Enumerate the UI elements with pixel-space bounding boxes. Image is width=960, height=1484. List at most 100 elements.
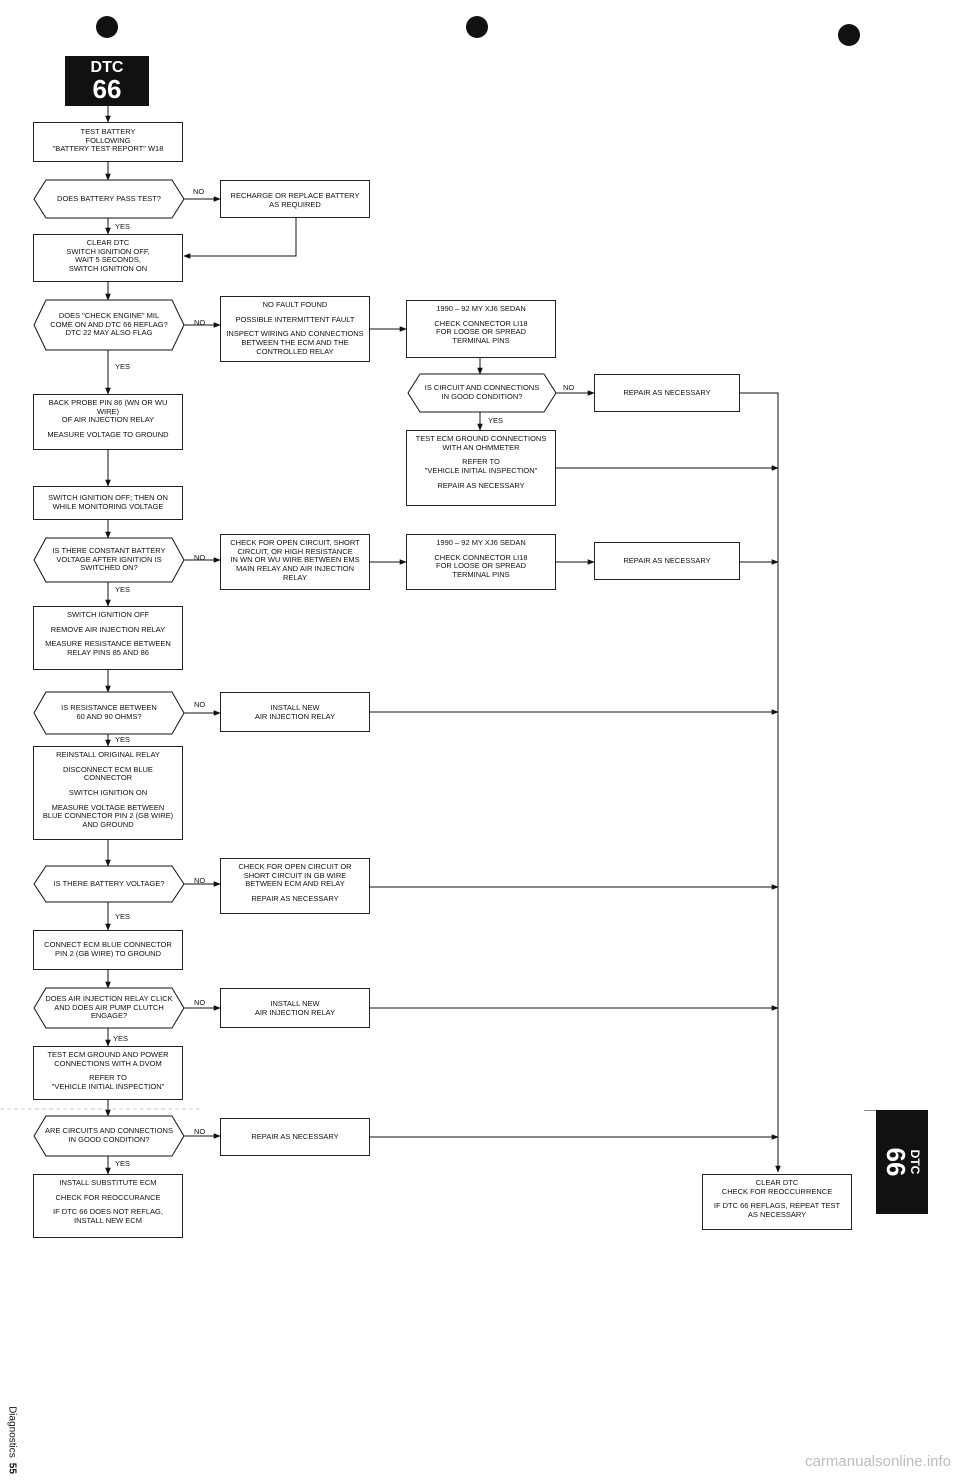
text-line: CHECK FOR REOCCURRENCE [721,1186,833,1196]
text-line: 60 AND 90 OHMS? [76,712,142,721]
text-line: SWITCH IGNITION OFF [66,610,150,619]
text-line: IF DTC 66 REFLAGS, REPEAT TEST [713,1201,841,1211]
text-line: 1990 – 92 MY XJ6 SEDAN [436,304,526,313]
watermark: carmanualsonline.info [805,1453,951,1470]
text-line: CHECK CONNECTOR LI18 [434,552,528,562]
binder-hole-center [466,16,488,38]
action-install-new-relay-2: INSTALL NEW AIR INJECTION RELAY [220,988,370,1028]
text-line: WITH AN OHMMETER [442,442,520,452]
no-label: NO [563,383,575,392]
text-line: TEST BATTERY [80,127,136,136]
text-line: IS RESISTANCE BETWEEN [61,703,157,713]
text-line: INSTALL NEW [270,999,320,1008]
decision-circuit-connections-good: IS CIRCUIT AND CONNECTIONS IN GOOD CONDI… [414,374,550,412]
yes-label: YES [115,1159,131,1168]
yes-label: YES [115,222,131,231]
section-tab-text: DTC 66 [881,1110,922,1214]
text-line: RECHARGE OR REPLACE BATTERY [230,191,360,200]
text-line: DISCONNECT ECM BLUE CONNECTOR [63,764,153,783]
yes-label: YES [113,1034,129,1043]
text-line: SWITCH IGNITION ON [68,263,148,273]
text-line: AND DOES AIR PUMP CLUTCH [54,1002,164,1012]
action-repair-as-necessary-ecm: REPAIR AS NECESSARY [220,1118,370,1156]
text-line: REPAIR AS NECESSARY [437,480,525,490]
text-line: TERMINAL PINS [452,569,510,579]
text-line: 1990 – 92 MY XJ6 SEDAN [436,538,526,547]
decision-constant-battery-voltage: IS THERE CONSTANT BATTERY VOLTAGE AFTER … [40,538,178,582]
text-line: AND GROUND [82,819,134,829]
action-check-connector-li18-1: 1990 – 92 MY XJ6 SEDAN CHECK CONNECTOR L… [406,300,556,358]
text-line: REFER TO [89,1073,127,1083]
text-line: SWITCH IGNITION OFF; THEN ON [48,493,168,502]
text-line: SWITCH IGNITION OFF, [66,246,150,256]
text-line: IF DTC 66 DOES NOT REFLAG, [53,1207,163,1217]
text-line: AS REQUIRED [269,199,321,209]
step-clear-dtc: CLEAR DTC SWITCH IGNITION OFF, WAIT 5 SE… [33,234,183,282]
text-line: TERMINAL PINS [452,335,510,345]
text-line: "BATTERY TEST REPORT" W18 [52,144,164,154]
footer-text: Diagnostics55 [7,1406,18,1474]
text-line: DOES AIR INJECTION RELAY CLICK [45,994,173,1004]
text-line: "VEHICLE INITIAL INSPECTION" [424,465,538,475]
text-line: NO FAULT FOUND [262,300,328,309]
decision-shape-7 [33,1115,185,1157]
action-check-connector-li18-2: 1990 – 92 MY XJ6 SEDAN CHECK CONNECTOR L… [406,534,556,590]
text-line: IS THERE CONSTANT BATTERY [52,546,166,556]
text-line: DOES "CHECK ENGINE" MIL [58,311,160,321]
text-line: CLEAR DTC [755,1178,799,1187]
text-line: CLEAR DTC [86,238,130,247]
action-test-ecm-ground-ohmmeter: TEST ECM GROUND CONNECTIONS WITH AN OHMM… [406,430,556,506]
step-switch-ignition-off-on: SWITCH IGNITION OFF; THEN ON WHILE MONIT… [33,486,183,520]
text-line: INSTALL NEW ECM [74,1215,142,1225]
text-line: BLUE CONNECTOR PIN 2 (GB WIRE) [42,811,174,821]
text-line: REPAIR AS NECESSARY [251,1132,339,1141]
text-line: REPAIR AS NECESSARY [623,388,711,397]
text-line: FOLLOWING [85,135,131,145]
no-label: NO [194,1127,206,1136]
text-line: BETWEEN ECM AND RELAY [245,879,345,889]
yes-label: YES [115,735,131,744]
no-label: NO [194,700,206,709]
text-line: WAIT 5 SECONDS, [75,255,141,265]
text-line: POSSIBLE INTERMITTENT FAULT [235,314,355,324]
no-label: NO [193,187,205,196]
text-line: MEASURE RESISTANCE BETWEEN [45,639,171,649]
text-line: MEASURE VOLTAGE BETWEEN [51,802,165,812]
text-line: BACK PROBE PIN 86 (WN OR WU WIRE) [48,398,168,416]
step-test-ecm-ground-power: TEST ECM GROUND AND POWER CONNECTIONS WI… [33,1046,183,1100]
action-check-gb-wire: CHECK FOR OPEN CIRCUIT OR SHORT CIRCUIT … [220,858,370,914]
action-repair-as-necessary-1: REPAIR AS NECESSARY [594,374,740,412]
footer-section: Diagnostics [6,1406,18,1458]
text-line: INSTALL NEW [270,703,320,712]
action-install-new-relay-1: INSTALL NEW AIR INJECTION RELAY [220,692,370,732]
yes-label: YES [115,912,131,921]
text-line: VOLTAGE AFTER IGNITION IS [56,554,162,564]
decision-shape-4 [33,691,185,735]
yes-label: YES [115,362,131,371]
decision-battery-voltage: IS THERE BATTERY VOLTAGE? [40,866,178,902]
decision-relay-click-pump-engage: DOES AIR INJECTION RELAY CLICK AND DOES … [40,988,178,1028]
decision-shape-6 [33,987,185,1029]
action-recharge-replace-battery: RECHARGE OR REPLACE BATTERY AS REQUIRED [220,180,370,218]
step-install-substitute-ecm: INSTALL SUBSTITUTE ECM CHECK FOR REOCCUR… [33,1174,183,1238]
yes-label: YES [488,416,504,425]
text-line: CONTROLLED RELAY [256,346,334,356]
text-line: BETWEEN THE ECM AND THE [241,337,349,347]
text-line: IS THERE BATTERY VOLTAGE? [53,878,165,888]
text-line: IN GOOD CONDITION? [68,1135,150,1144]
section-tab-number: 66 [881,1147,911,1177]
text-line: IN WN OR WU WIRE BETWEEN EMS [230,555,360,565]
text-line: AIR INJECTION RELAY [254,711,336,721]
text-line: AS NECESSARY [747,1209,807,1219]
section-tab-dtc-66: DTC 66 [864,1110,928,1214]
step-remove-air-injection-relay: SWITCH IGNITION OFF REMOVE AIR INJECTION… [33,606,183,670]
text-line: COME ON AND DTC 66 REFLAG? [50,319,168,329]
text-line: IN GOOD CONDITION? [441,392,523,401]
end-clear-dtc: CLEAR DTC CHECK FOR REOCCURRENCE IF DTC … [702,1174,852,1230]
decision-resistance-60-90-ohms: IS RESISTANCE BETWEEN 60 AND 90 OHMS? [40,692,178,734]
text-line: ENGAGE? [90,1011,128,1021]
text-line: RELAY PINS 85 AND 86 [67,647,149,657]
action-repair-as-necessary-2: REPAIR AS NECESSARY [594,542,740,580]
decision-battery-pass-test: DOES BATTERY PASS TEST? [40,180,178,218]
text-line: SHORT CIRCUIT IN GB WIRE [243,870,347,880]
